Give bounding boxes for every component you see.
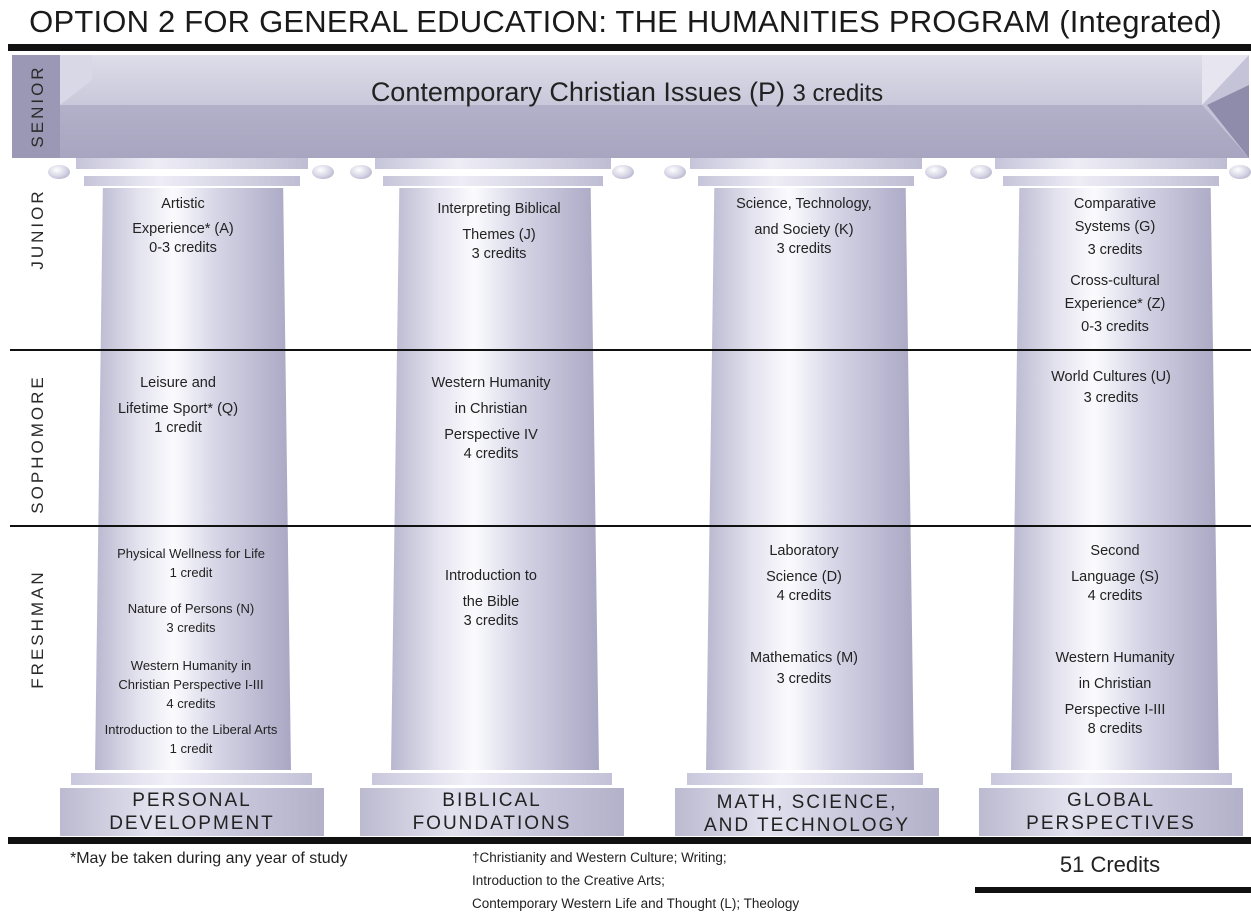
dagger-footnote: †Christianity and Western Culture; Writi… (472, 850, 800, 911)
base-torus-global (991, 773, 1232, 785)
course-cross-cultural-experience: Cross-cultural Experience* (Z) 0-3 credi… (1064, 273, 1166, 335)
scroll-ornament (350, 165, 372, 179)
top-rule (8, 44, 1251, 51)
course-western-humanity-iv: Western Humanity in Christian Perspectiv… (431, 375, 551, 462)
total-credits-rule (975, 887, 1251, 893)
senior-course-title: Contemporary Christian Issues (P) (370, 77, 785, 107)
scroll-ornament (312, 165, 334, 179)
scroll-ornament (664, 165, 686, 179)
capital-slab-global (995, 158, 1227, 169)
divider-sophomore-freshman (10, 525, 1251, 527)
course-intro-liberal-arts: Introduction to the Liberal Arts 1 credi… (104, 722, 278, 756)
course-interpreting-biblical-themes: Interpreting Biblical Themes (J) 3 credi… (437, 201, 561, 262)
course-artistic-experience: Artistic Experience* (A) 0-3 credits (132, 196, 234, 256)
capital-abacus-math (698, 176, 914, 186)
scroll-ornament (925, 165, 947, 179)
senior-course: Contemporary Christian Issues (P) 3 cred… (47, 57, 1207, 127)
column-math (706, 188, 914, 770)
roof-shape (12, 55, 1249, 158)
scroll-ornament (612, 165, 634, 179)
course-second-language: Second Language (S) 4 credits (1071, 543, 1159, 604)
course-physical-wellness: Physical Wellness for Life 1 credit (117, 546, 265, 580)
year-label-sophomore: SOPHOMORE (28, 374, 47, 514)
page-title: OPTION 2 FOR GENERAL EDUCATION: THE HUMA… (29, 4, 1222, 39)
total-credits: 51 Credits (1059, 852, 1161, 877)
pillar-label-biblical-foundations: BIBLICAL FOUNDATIONS (360, 788, 624, 836)
year-label-senior: SENIOR (28, 64, 47, 148)
bottom-rule (8, 837, 1251, 844)
base-torus-biblical (372, 773, 612, 785)
course-nature-of-persons: Nature of Persons (N) 3 credits (127, 601, 255, 635)
scroll-ornament (48, 165, 70, 179)
course-mathematics: Mathematics (M) 3 credits (750, 650, 858, 687)
capital-abacus-global (1003, 176, 1219, 186)
divider-junior-sophomore (10, 349, 1251, 351)
base-torus-personal (71, 773, 312, 785)
roof-entablature: Contemporary Christian Issues (P) 3 cred… (12, 55, 1249, 158)
column-global (1011, 188, 1219, 770)
course-laboratory-science: Laboratory Science (D) 4 credits (766, 543, 842, 604)
course-introduction-to-bible: Introduction to the Bible 3 credits (445, 568, 537, 629)
capital-slab-math (690, 158, 922, 169)
column-personal (95, 188, 291, 770)
pillar-label-global-perspectives: GLOBAL PERSPECTIVES (979, 788, 1243, 836)
pillar-label-math-science-technology: MATH, SCIENCE, AND TECHNOLOGY (675, 788, 939, 836)
course-science-technology-society: Science, Technology, and Society (K) 3 c… (736, 196, 872, 257)
base-torus-math (687, 773, 923, 785)
senior-course-credits: 3 credits (792, 80, 884, 107)
year-label-junior: JUNIOR (28, 188, 47, 270)
scroll-ornament (970, 165, 992, 179)
course-western-humanity-global: Western Humanity in Christian Perspectiv… (1055, 650, 1175, 737)
capital-slab-biblical (375, 158, 611, 169)
course-world-cultures: World Cultures (U) 3 credits (1051, 369, 1171, 406)
pillar-label-personal-development: PERSONAL DEVELOPMENT (60, 788, 324, 836)
course-leisure-lifetime-sport: Leisure and Lifetime Sport* (Q) 1 credit (117, 375, 239, 436)
column-biblical (391, 188, 599, 770)
capital-slab-personal (76, 158, 308, 169)
capital-abacus-personal (84, 176, 300, 186)
asterisk-footnote: *May be taken during any year of study (70, 850, 348, 867)
course-comparative-systems: Comparative Systems (G) 3 credits (1073, 196, 1157, 258)
course-western-humanity-i-iii: Western Humanity in Christian Perspectiv… (118, 658, 264, 711)
capital-abacus-biblical (383, 176, 603, 186)
year-label-freshman: FRESHMAN (28, 569, 47, 689)
scroll-ornament (1229, 165, 1251, 179)
